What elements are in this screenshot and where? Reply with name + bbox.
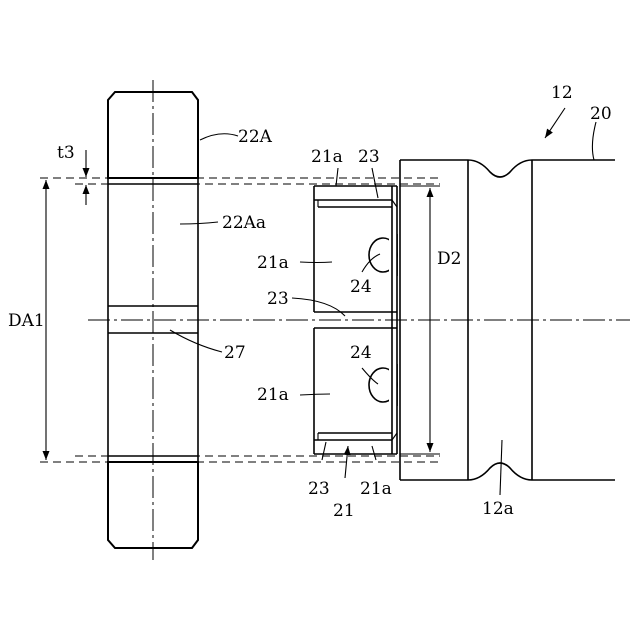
label-21: 21	[333, 501, 355, 521]
label-21a-lower: 21a	[257, 385, 289, 405]
label-24-upper: 24	[350, 277, 372, 297]
label-21a-top: 21a	[311, 147, 343, 167]
label-22A: 22A	[238, 127, 273, 147]
label-12a: 12a	[482, 499, 514, 519]
label-DA1: DA1	[8, 311, 45, 331]
label-23-bottom: 23	[308, 479, 330, 499]
label-24-lower: 24	[350, 343, 372, 363]
labels: 12 20 22A t3 21a 23 22Aa 21a D2 24 DA1 2…	[8, 83, 612, 521]
label-23-top: 23	[358, 147, 380, 167]
label-20: 20	[590, 104, 612, 124]
label-D2: D2	[437, 249, 461, 269]
label-23-mid: 23	[267, 289, 289, 309]
label-22Aa: 22Aa	[222, 213, 266, 233]
label-21a-upper: 21a	[257, 253, 289, 273]
label-27: 27	[224, 343, 246, 363]
label-12: 12	[551, 83, 573, 103]
label-21a-bottom: 21a	[360, 479, 392, 499]
label-t3: t3	[57, 143, 75, 163]
